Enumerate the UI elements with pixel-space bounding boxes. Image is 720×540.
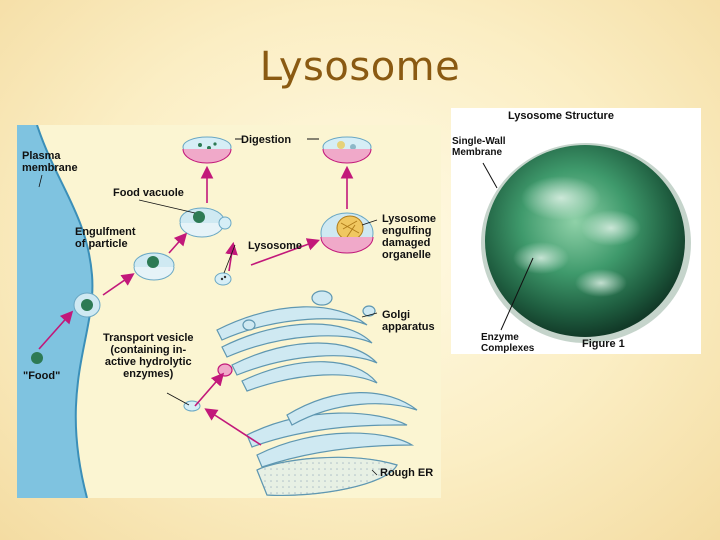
lysosome-structure-figure: Lysosome Structure Single-Wall Membrane … bbox=[451, 108, 701, 354]
lysosome-pathway-diagram: Digestion Plasma membrane Food vacuole E… bbox=[17, 125, 441, 498]
label-golgi: Golgi apparatus bbox=[382, 309, 435, 333]
label-single-wall-membrane: Single-Wall Membrane bbox=[452, 136, 506, 158]
food-particle bbox=[31, 352, 43, 364]
pathway-arrows bbox=[38, 165, 354, 446]
label-food: "Food" bbox=[23, 370, 61, 382]
slide-title: Lysosome bbox=[259, 44, 461, 90]
digestion-vesicle-right bbox=[322, 136, 372, 164]
label-transport-vesicle: Transport vesicle (containing in- active… bbox=[103, 332, 194, 380]
figure-caption: Figure 1 bbox=[582, 338, 625, 350]
lysosome-structure-drawing bbox=[481, 143, 691, 343]
golgi-apparatus bbox=[216, 290, 378, 392]
digestion-vesicle-left bbox=[182, 136, 232, 164]
rough-er bbox=[246, 392, 418, 497]
plasma-membrane-band bbox=[17, 125, 93, 498]
transport-vesicle bbox=[183, 400, 201, 412]
label-engulfment: Engulfment of particle bbox=[75, 226, 136, 250]
food-vacuole-cell bbox=[179, 207, 232, 238]
engulfment-cell bbox=[133, 252, 175, 281]
label-lysosome: Lysosome bbox=[248, 240, 303, 252]
label-food-vacuole: Food vacuole bbox=[113, 187, 184, 199]
pathway-drawing bbox=[17, 125, 418, 498]
label-digestion: Digestion bbox=[241, 134, 292, 146]
label-lysosome-engulfing: Lysosome engulfing damaged organelle bbox=[382, 213, 437, 261]
label-rough-er: Rough ER bbox=[380, 467, 434, 479]
label-enzyme-complexes: Enzyme Complexes bbox=[481, 332, 535, 354]
label-plasma-membrane: Plasma membrane bbox=[22, 150, 78, 174]
engulfing-lysosome bbox=[320, 212, 374, 254]
lysosome-body bbox=[485, 145, 685, 337]
figure-title: Lysosome Structure bbox=[508, 110, 614, 122]
